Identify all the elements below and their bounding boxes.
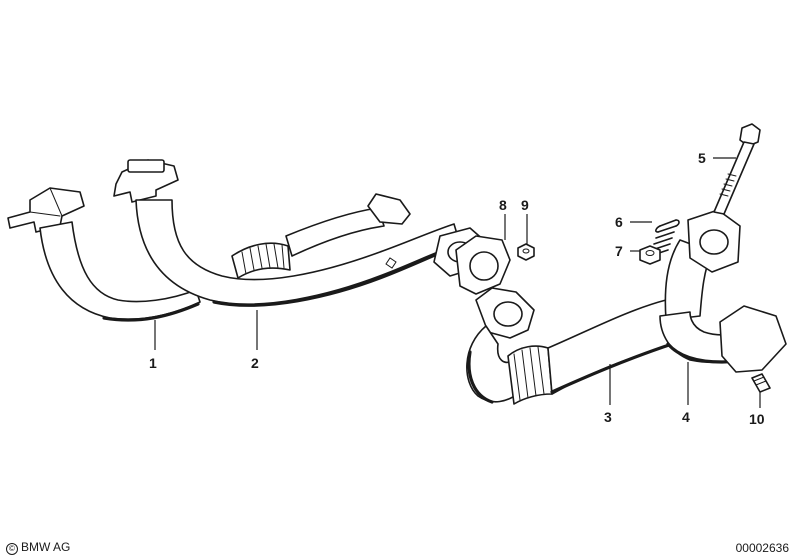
leader-lines (154, 157, 761, 408)
callout-3: 3 (604, 409, 612, 425)
callout-2: 2 (251, 355, 259, 371)
callout-10: 10 (749, 411, 765, 427)
copyright-text: BMW AG (21, 540, 71, 554)
copyright-notice: ©BMW AG (6, 540, 70, 555)
callout-6: 6 (615, 214, 623, 230)
callout-labels: 1 2 3 4 5 6 7 8 9 10 (149, 150, 765, 427)
gasket (455, 235, 511, 295)
nut (517, 243, 535, 261)
callout-5: 5 (698, 150, 706, 166)
callout-8: 8 (499, 197, 507, 213)
stud (751, 373, 771, 393)
front-pipe-left (7, 187, 201, 322)
spring (649, 219, 680, 257)
callout-7: 7 (615, 243, 623, 259)
front-pipe-right (113, 159, 487, 307)
bolt (713, 123, 761, 215)
callout-1: 1 (149, 355, 157, 371)
spring-nut (639, 245, 661, 265)
copyright-icon: © (6, 543, 18, 555)
intermediate-pipe (466, 287, 674, 405)
rear-pipe (659, 209, 787, 373)
callout-4: 4 (682, 409, 690, 425)
callout-9: 9 (521, 197, 529, 213)
document-number: 00002636 (735, 541, 789, 555)
